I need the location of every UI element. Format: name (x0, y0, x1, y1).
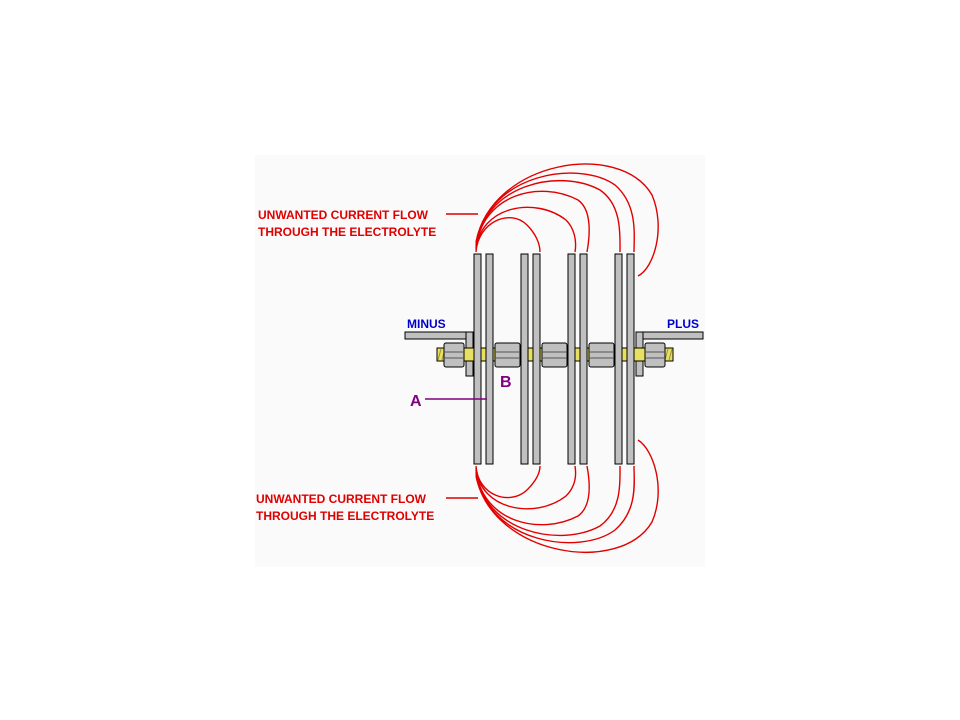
plate-8 (626, 253, 635, 465)
plate-7 (614, 253, 623, 465)
spacer-plus-nut (644, 342, 666, 368)
bottom-flow-label-line2: THROUGH THE ELECTROLYTE (256, 509, 434, 523)
spacers (443, 342, 666, 368)
bottom-current-arcs (475, 439, 659, 553)
electrode-plates (473, 253, 635, 465)
spacer-minus-nut (443, 342, 465, 368)
marker-b-label: B (500, 374, 512, 391)
bottom-arc-3 (475, 465, 590, 526)
marker-a-label: A (410, 393, 422, 410)
bottom-arc-6 (475, 439, 659, 553)
top-arc-5 (475, 172, 635, 253)
top-flow-label-line2: THROUGH THE ELECTROLYTE (258, 225, 436, 239)
plus-label: PLUS (667, 317, 699, 331)
plate-a (485, 253, 494, 465)
spacer-b (494, 342, 521, 368)
plate-4 (532, 253, 541, 465)
plate-6 (579, 253, 588, 465)
spacer-3 (588, 342, 615, 368)
spacer-2 (541, 342, 568, 368)
bottom-arc-5 (475, 465, 635, 544)
bottom-arc-4 (475, 465, 621, 537)
top-arc-2 (475, 206, 577, 253)
top-current-arcs (475, 163, 659, 277)
bottom-flow-label-line1: UNWANTED CURRENT FLOW (256, 492, 427, 506)
plate-3 (520, 253, 529, 465)
top-arc-4 (475, 179, 621, 253)
bottom-arc-1 (475, 465, 541, 499)
spacer-details (444, 351, 665, 359)
plate-1 (473, 253, 482, 465)
plate-5 (567, 253, 576, 465)
bottom-arc-2 (475, 465, 577, 510)
top-arc-1 (475, 216, 541, 253)
top-arc-3 (475, 190, 590, 253)
minus-label: MINUS (407, 317, 446, 331)
top-flow-label-line1: UNWANTED CURRENT FLOW (258, 208, 429, 222)
top-arc-6 (475, 163, 659, 277)
